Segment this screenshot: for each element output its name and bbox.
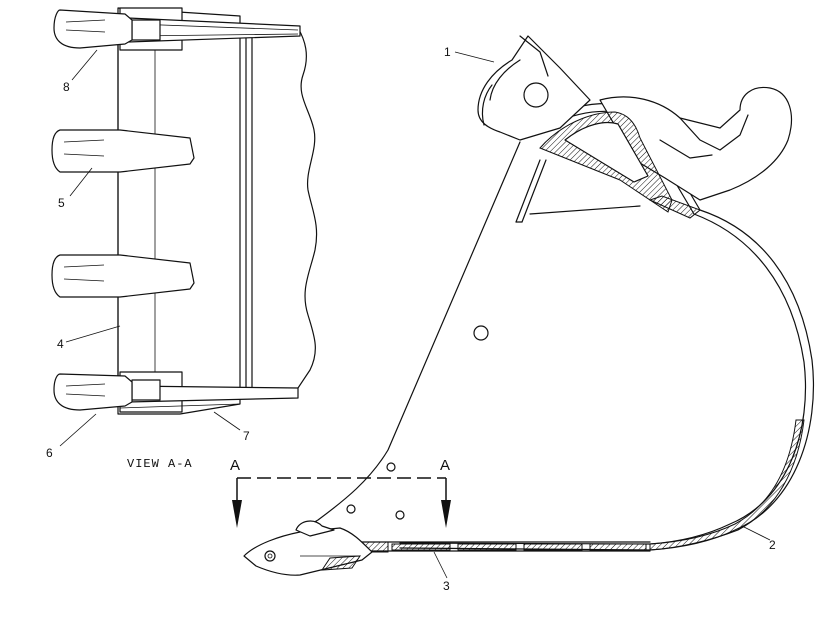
callout-2: 2 <box>769 538 776 552</box>
bolt-hole-3 <box>395 510 405 520</box>
link-arm <box>599 86 792 201</box>
pin-hole-upper <box>523 82 549 108</box>
arrow-right <box>441 500 451 528</box>
callout-3: 3 <box>443 579 450 593</box>
callout-5: 5 <box>58 196 65 210</box>
callout-6: 6 <box>46 446 53 460</box>
tooth-bottom <box>53 373 133 411</box>
tooth-pin <box>264 550 276 562</box>
callout-4: 4 <box>57 337 64 351</box>
callout-1: 1 <box>444 45 451 59</box>
bolt-hole-2 <box>346 504 356 514</box>
bolt-hole-1 <box>386 462 396 472</box>
callout-7: 7 <box>243 429 250 443</box>
side-cutter-top <box>119 7 301 51</box>
side-plate-hole <box>473 325 489 341</box>
callout-8: 8 <box>63 80 70 94</box>
tooth-middle-upper <box>51 129 195 173</box>
section-line-a-a: A A <box>230 457 451 528</box>
view-a-a: 8 5 4 6 7 VIEW A-A <box>46 7 318 471</box>
hinge-bracket <box>477 35 591 141</box>
bucket-back-plate <box>117 7 318 415</box>
side-cutter-bottom <box>119 371 299 413</box>
tooth-top <box>53 9 133 49</box>
tooth-middle-lower <box>51 254 195 298</box>
side-plate <box>299 141 521 531</box>
section-marker-left: A <box>230 457 240 474</box>
bucket-side-view: 1 2 3 <box>243 35 815 593</box>
tooth-side <box>243 520 373 576</box>
view-label: VIEW A-A <box>127 457 193 471</box>
wrapper-hatched <box>649 419 805 551</box>
arrow-left <box>232 500 242 528</box>
section-marker-right: A <box>440 457 450 474</box>
